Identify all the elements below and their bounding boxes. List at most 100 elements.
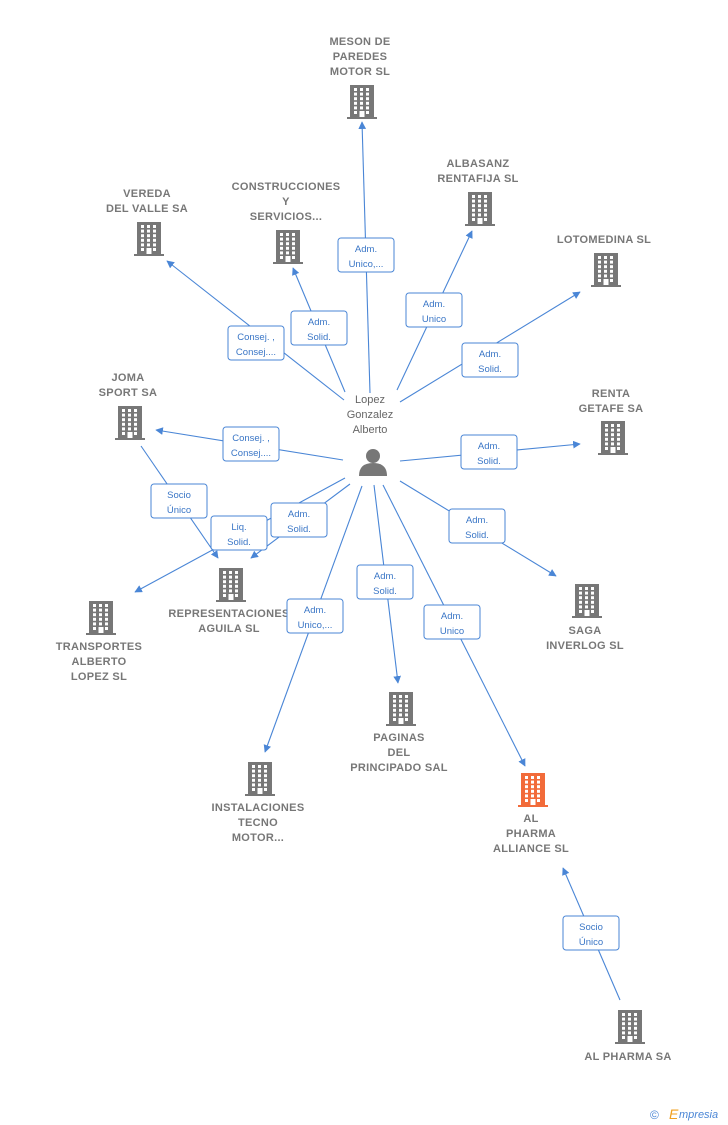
- building-icon: [615, 1010, 645, 1044]
- relation-label-text: Solid.: [477, 456, 501, 467]
- relation-label-text: Unico: [440, 626, 464, 637]
- relation-label-text: Solid.: [373, 586, 397, 597]
- relation-label-text: Consej....: [231, 448, 271, 459]
- relation-label-person-to-saga[interactable]: Adm.Solid.: [448, 508, 506, 544]
- company-label-line: PHARMA: [506, 828, 556, 840]
- relation-label-text: Adm.: [288, 509, 310, 520]
- relation-label-text: Adm.: [308, 317, 330, 328]
- relation-label-person-to-transportes[interactable]: Adm. Solid.: [270, 502, 328, 538]
- building-icon: [245, 762, 275, 796]
- building-icon: [216, 568, 246, 602]
- building-icon: [115, 406, 145, 440]
- company-label-line: PAREDES: [333, 51, 387, 63]
- company-label-line: REPRESENTACIONES: [168, 608, 289, 620]
- relation-label-text: Unico: [422, 314, 446, 325]
- building-icon: [86, 601, 116, 635]
- relation-label-text: Consej....: [236, 347, 276, 358]
- building-icon: [347, 85, 377, 119]
- relation-label-text: Adm.: [355, 244, 377, 255]
- building-icon: [598, 421, 628, 455]
- company-label-line: AL: [523, 813, 538, 825]
- company-node-saga[interactable]: SAGA INVERLOG SL: [546, 584, 624, 652]
- relation-label-person-to-vereda[interactable]: Consej. , Consej....: [227, 325, 285, 361]
- relation-labels-layer: Adm.Unico,...Adm.Solid.Consej. ,Consej..…: [150, 237, 620, 951]
- relation-label-text: Solid.: [465, 530, 489, 541]
- building-icon: [465, 192, 495, 226]
- relation-label-person-to-renta[interactable]: Adm. Solid.: [460, 434, 518, 470]
- company-label-line: MOTOR SL: [330, 66, 390, 78]
- relation-label-person-to-paginas[interactable]: Adm. Solid.: [356, 564, 414, 600]
- relation-label-person-to-joma[interactable]: Consej. ,Consej....: [222, 426, 280, 462]
- company-label-line: RENTAFIJA SL: [437, 173, 518, 185]
- relation-label-text: Adm.: [374, 571, 396, 582]
- relation-label-text: Unico,...: [298, 620, 333, 631]
- company-label-line: LOTOMEDINA SL: [557, 234, 651, 246]
- copyright-symbol: ©: [650, 1108, 659, 1122]
- building-icon: [134, 222, 164, 256]
- relation-label-text: Adm.: [423, 299, 445, 310]
- building-icon: [572, 584, 602, 618]
- relation-label-person-to-representaciones[interactable]: Liq. Solid.: [210, 515, 268, 551]
- relation-label-text: Consej. ,: [237, 332, 275, 343]
- relation-label-text: Adm.: [304, 605, 326, 616]
- company-node-albasanz[interactable]: ALBASANZ RENTAFIJA SL: [437, 158, 518, 226]
- company-node-renta[interactable]: RENTA GETAFE SA: [579, 388, 644, 455]
- person-label-line: Gonzalez: [347, 409, 393, 421]
- company-node-lotomedina[interactable]: LOTOMEDINA SL: [557, 234, 651, 287]
- relation-label-text: Único: [167, 505, 191, 516]
- company-label-line: AL PHARMA SA: [584, 1051, 671, 1063]
- relation-label-text: Solid.: [307, 332, 331, 343]
- company-label-line: ALBERTO: [71, 656, 126, 668]
- brand-name: mpresia: [679, 1109, 718, 1121]
- relation-label-text: Adm.: [478, 441, 500, 452]
- relation-label-text: Socio: [579, 922, 603, 933]
- building-icon: [518, 773, 548, 807]
- company-label-line: GETAFE SA: [579, 403, 644, 415]
- company-node-alpharma_sa[interactable]: AL PHARMA SA: [584, 1010, 671, 1063]
- relation-label-text: Solid.: [287, 524, 311, 535]
- relation-label-text: Solid.: [227, 537, 251, 548]
- building-icon: [591, 253, 621, 287]
- relation-label-text: Solid.: [478, 364, 502, 375]
- company-label-line: RENTA: [592, 388, 631, 400]
- person-label-line: Lopez: [355, 394, 385, 406]
- building-icon: [273, 230, 303, 264]
- relation-label-text: Adm.: [441, 611, 463, 622]
- company-node-meson[interactable]: MESON DE PAREDES MOTOR SL: [329, 36, 390, 119]
- footer-brand[interactable]: © E mpresia: [650, 1106, 718, 1122]
- relation-label-person-to-construcciones[interactable]: Adm. Solid.: [290, 310, 348, 346]
- company-label-line: DEL: [388, 747, 411, 759]
- company-label-line: JOMA: [112, 372, 145, 384]
- company-label-line: INVERLOG SL: [546, 640, 624, 652]
- company-node-construcciones[interactable]: CONSTRUCCIONESYSERVICIOS...: [232, 181, 341, 264]
- company-label-line: ALBASANZ: [447, 158, 510, 170]
- brand-initial: E: [669, 1106, 679, 1122]
- relation-label-person-to-albasanz[interactable]: Adm. Unico: [405, 292, 463, 328]
- company-node-instalaciones[interactable]: INSTALACIONESTECNOMOTOR...: [212, 762, 305, 844]
- relation-label-text: Liq.: [231, 522, 246, 533]
- relation-label-person-to-alpharma_sl[interactable]: Adm. Unico: [423, 604, 481, 640]
- relation-label-person-to-lotomedina[interactable]: Adm.Solid.: [461, 342, 519, 378]
- relation-label-text: Unico,...: [349, 259, 384, 270]
- company-label-line: MESON DE: [329, 36, 390, 48]
- person-label-line: Alberto: [353, 424, 388, 436]
- company-label-line: SAGA: [569, 625, 602, 637]
- person-icon: [359, 449, 387, 476]
- building-icon: [386, 692, 416, 726]
- company-label-line: PAGINAS: [373, 732, 424, 744]
- company-label-line: CONSTRUCCIONES: [232, 181, 341, 193]
- company-label-line: SERVICIOS...: [250, 211, 322, 223]
- relation-label-person-to-instalaciones[interactable]: Adm. Unico,...: [286, 598, 344, 634]
- relation-label-person-to-meson[interactable]: Adm. Unico,...: [337, 237, 395, 273]
- company-label-line: AGUILA SL: [198, 623, 260, 635]
- company-node-representaciones[interactable]: REPRESENTACIONES AGUILA SL: [168, 568, 289, 635]
